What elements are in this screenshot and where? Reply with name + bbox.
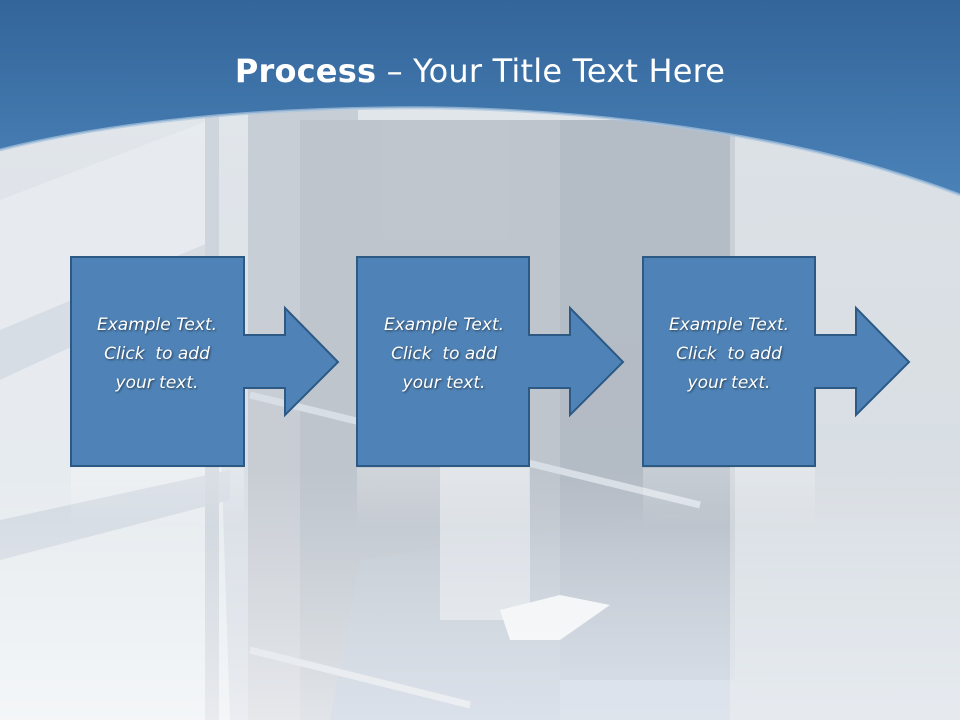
step-3-line-1: Example Text.	[668, 315, 790, 335]
process-step-1[interactable]	[70, 256, 340, 467]
step-3-text[interactable]: Example Text. Click to add your text.	[644, 311, 814, 398]
step-1-line-3: your text.	[115, 373, 199, 393]
step-1-text[interactable]: Example Text. Click to add your text.	[72, 311, 242, 398]
step-1-line-1: Example Text.	[96, 315, 218, 335]
step-2-line-1: Example Text.	[383, 315, 505, 335]
step-2-line-2: Click to add	[391, 344, 497, 364]
step-1-line-2: Click to add	[104, 344, 210, 364]
title-bold: Process	[234, 52, 377, 90]
process-step-3[interactable]	[642, 256, 911, 467]
step-2-text[interactable]: Example Text. Click to add your text.	[359, 311, 529, 398]
title-rest: – Your Title Text Here	[376, 52, 726, 90]
step-2-line-3: your text.	[402, 373, 486, 393]
step-reflections	[71, 468, 815, 528]
slide-title[interactable]: Process – Your Title Text Here	[0, 52, 960, 90]
process-step-2[interactable]	[356, 256, 625, 467]
step-3-line-3: your text.	[687, 373, 771, 393]
step-3-line-2: Click to add	[676, 344, 782, 364]
